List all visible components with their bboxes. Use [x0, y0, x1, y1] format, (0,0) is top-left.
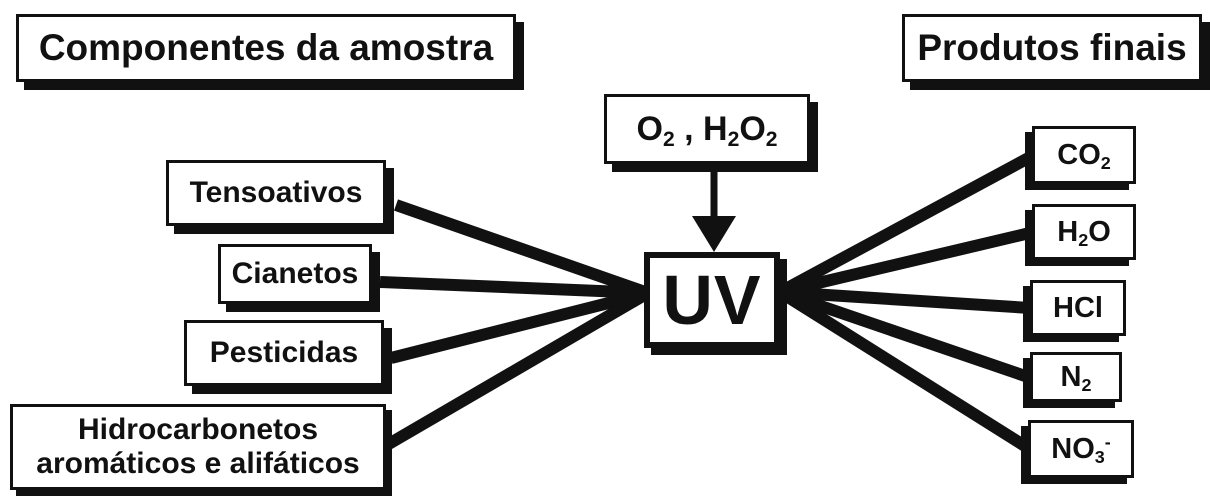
component-tensoativos: Tensoativos	[166, 160, 386, 226]
component-label: Tensoativos	[189, 176, 363, 210]
component-label-line2: aromáticos e alifáticos	[36, 447, 360, 480]
product-n2: N2	[1030, 352, 1122, 402]
product-hcl-label: HCl	[1053, 291, 1103, 324]
connector-n2	[778, 286, 1033, 384]
component-label: Cianetos	[231, 257, 359, 291]
oxidant-separator: ,	[674, 109, 704, 148]
oxidants-box: O2 , H2O2	[604, 94, 810, 164]
product-co2-label: CO2	[1057, 138, 1111, 173]
component-hidrocarbonetos: Hidrocarbonetos aromáticos e alifáticos	[10, 404, 386, 490]
product-h2o: H2O	[1032, 204, 1136, 260]
connector-pesticidas	[389, 287, 650, 364]
connector-h2o	[778, 226, 1036, 298]
component-pesticidas: Pesticidas	[184, 320, 384, 386]
product-n2-label: N2	[1060, 360, 1092, 395]
component-label: Pesticidas	[209, 336, 359, 370]
title-final-products: Produtos finais	[902, 14, 1202, 82]
uv-reactor-box: UV	[644, 252, 780, 348]
connector-co2	[777, 149, 1037, 298]
connector-hidrocarbonetos	[383, 287, 652, 451]
arrow-head	[692, 216, 736, 252]
oxidant-o2: O2	[636, 109, 675, 151]
title-left-text: Componentes da amostra	[38, 27, 494, 69]
product-hcl: HCl	[1030, 280, 1126, 336]
oxidant-h2o2: H2O2	[703, 109, 778, 151]
product-h2o-label: H2O	[1057, 215, 1111, 250]
component-label-line1: Hidrocarbonetos	[77, 413, 319, 447]
uv-label: UV	[662, 260, 762, 339]
title-right-text: Produtos finais	[917, 27, 1187, 69]
connector-cianetos	[379, 276, 649, 299]
product-co2: CO2	[1032, 126, 1136, 184]
title-sample-components: Componentes da amostra	[16, 14, 516, 82]
connector-tensoativos	[394, 199, 650, 299]
connector-hcl	[779, 286, 1031, 314]
component-cianetos: Cianetos	[218, 244, 372, 304]
connector-no3	[776, 286, 1032, 454]
product-no3: NO3-	[1028, 420, 1134, 478]
product-no3-label: NO3-	[1051, 431, 1111, 467]
